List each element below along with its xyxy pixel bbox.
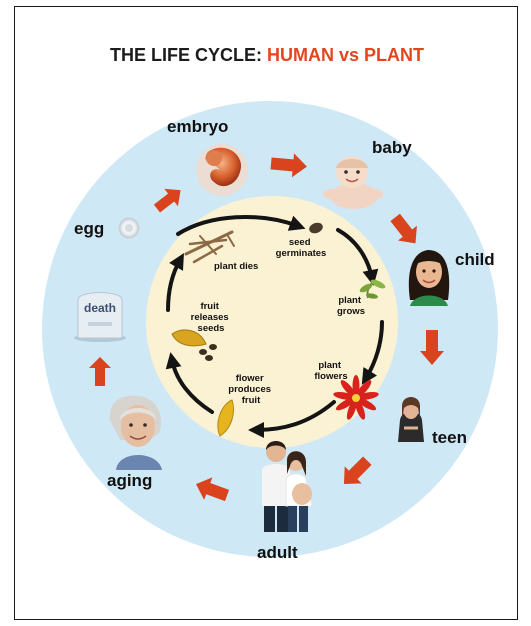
egg-cell-icon xyxy=(119,218,139,238)
label-embryo: embryo xyxy=(167,117,228,136)
label-plant-dies: plant dies xyxy=(214,261,258,272)
embryo-icon xyxy=(196,144,248,196)
title-human: HUMAN xyxy=(267,45,334,65)
diagram-title: THE LIFE CYCLE: HUMAN vs PLANT xyxy=(110,45,424,65)
tombstone-icon xyxy=(74,293,126,343)
label-adult: adult xyxy=(257,543,298,562)
label-child: child xyxy=(455,250,495,269)
label-plant-flowers: plant flowers xyxy=(314,360,347,382)
label-egg: egg xyxy=(74,219,104,238)
label-teen: teen xyxy=(432,428,467,447)
title-prefix: THE LIFE CYCLE: xyxy=(110,45,267,65)
label-baby: baby xyxy=(372,138,412,157)
title-vs: vs xyxy=(334,45,364,65)
title-plant: PLANT xyxy=(364,45,424,65)
child-photo xyxy=(409,250,449,306)
label-plant-grows: plant grows xyxy=(337,295,365,317)
label-aging: aging xyxy=(107,471,152,490)
label-death: death xyxy=(84,301,116,315)
